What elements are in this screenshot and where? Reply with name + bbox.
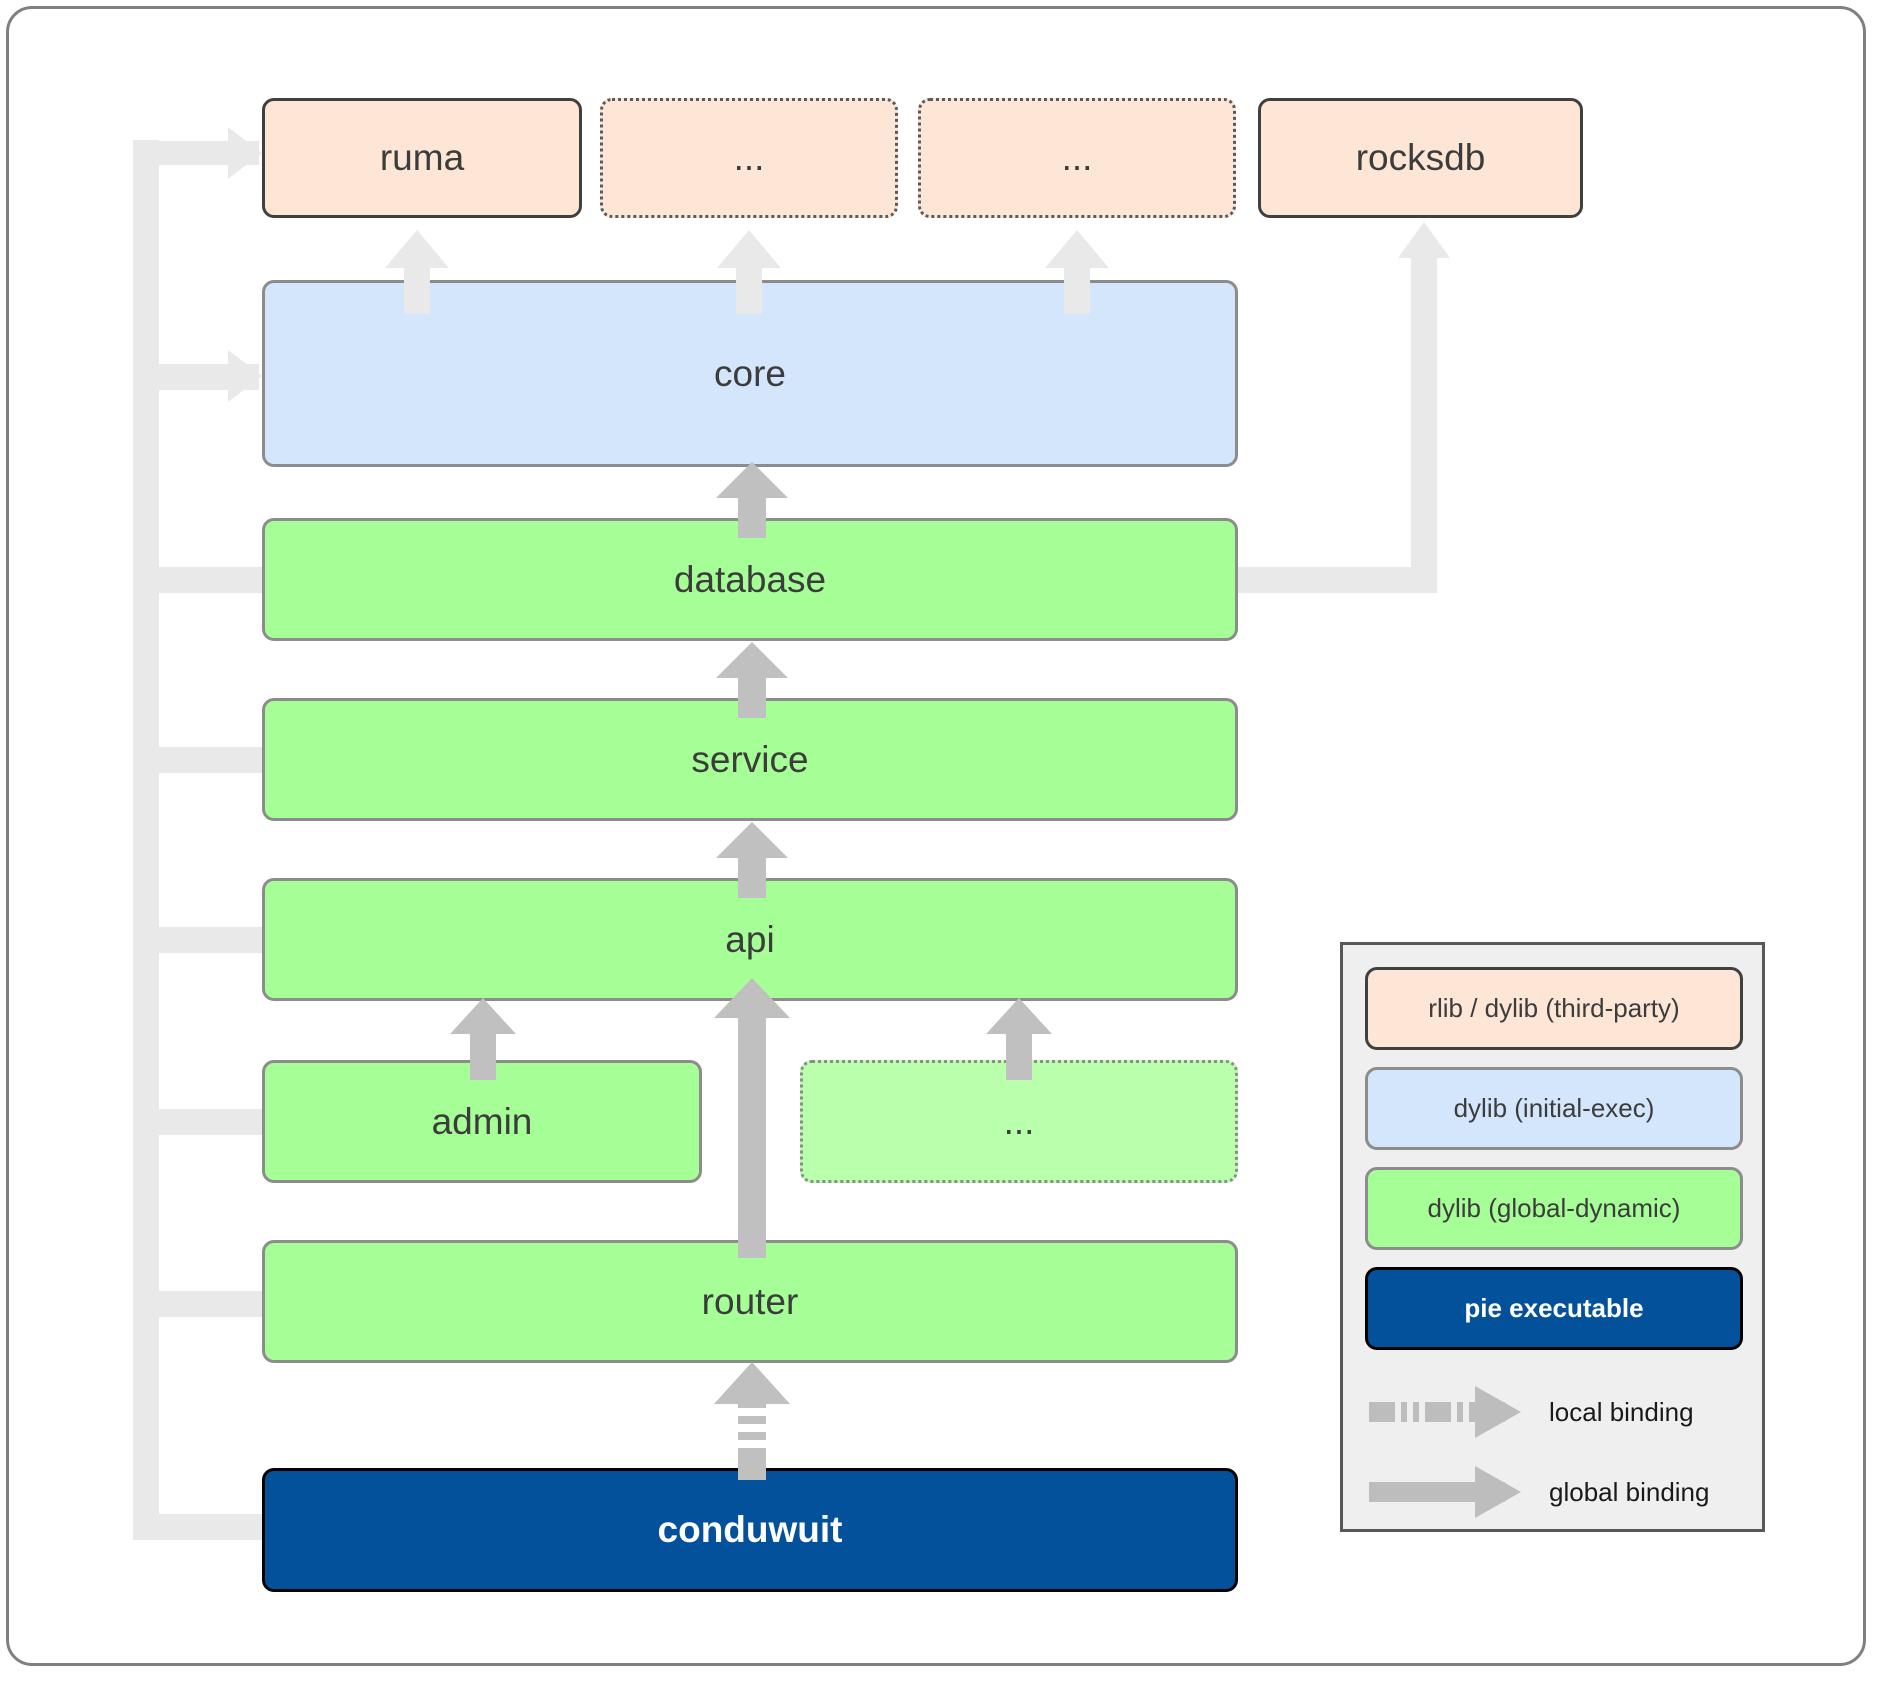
legend-key-local-binding: local binding (1365, 1377, 1745, 1447)
node-router[interactable]: router (262, 1240, 1238, 1363)
node-core-label: core (714, 352, 786, 394)
node-api[interactable]: api (262, 878, 1238, 1001)
node-third-party-more-2[interactable]: ... (918, 98, 1236, 218)
edge-database-rocksdb (1238, 222, 1450, 593)
node-global-dynamic-more-label: ... (1003, 1100, 1035, 1142)
node-service-label: service (691, 738, 809, 780)
node-core[interactable]: core (262, 280, 1238, 467)
local-binding-arrow-icon (1369, 1386, 1521, 1438)
global-binding-arrow-icon (1369, 1466, 1521, 1518)
node-database[interactable]: database (262, 518, 1238, 641)
node-database-label: database (673, 558, 827, 600)
node-ruma-label: ruma (379, 137, 465, 178)
legend-swatch-initial-exec: dylib (initial-exec) (1365, 1067, 1743, 1150)
node-service[interactable]: service (262, 698, 1238, 821)
legend-swatch-global-dynamic-label: dylib (global-dynamic) (1427, 1193, 1681, 1223)
legend-swatch-global-dynamic: dylib (global-dynamic) (1365, 1167, 1743, 1250)
legend-key-global-binding-label: global binding (1549, 1476, 1710, 1507)
legend-swatch-pie-executable: pie executable (1365, 1267, 1743, 1350)
node-api-label: api (725, 918, 775, 960)
edge-bus-arrowheads (228, 127, 262, 402)
node-global-dynamic-more[interactable]: ... (800, 1060, 1238, 1183)
node-third-party-more-1[interactable]: ... (600, 98, 898, 218)
node-conduwuit[interactable]: conduwuit (262, 1468, 1238, 1592)
node-conduwuit-label: conduwuit (657, 1509, 843, 1550)
node-router-label: router (701, 1280, 799, 1322)
node-ruma[interactable]: ruma (262, 98, 582, 218)
node-rocksdb[interactable]: rocksdb (1258, 98, 1583, 218)
node-admin-label: admin (431, 1100, 533, 1142)
legend-key-global-binding: global binding (1365, 1457, 1745, 1527)
legend-swatch-third-party: rlib / dylib (third-party) (1365, 967, 1743, 1050)
node-third-party-more-2-label: ... (1061, 137, 1093, 178)
node-third-party-more-1-label: ... (733, 137, 765, 178)
legend-swatch-third-party-label: rlib / dylib (third-party) (1428, 993, 1680, 1023)
node-rocksdb-label: rocksdb (1355, 137, 1486, 178)
node-admin[interactable]: admin (262, 1060, 702, 1183)
legend-swatch-initial-exec-label: dylib (initial-exec) (1453, 1093, 1655, 1123)
legend-key-local-binding-label: local binding (1549, 1396, 1694, 1427)
legend-panel: rlib / dylib (third-party) dylib (initia… (1340, 942, 1765, 1532)
legend-swatch-pie-executable-label: pie executable (1464, 1293, 1644, 1323)
